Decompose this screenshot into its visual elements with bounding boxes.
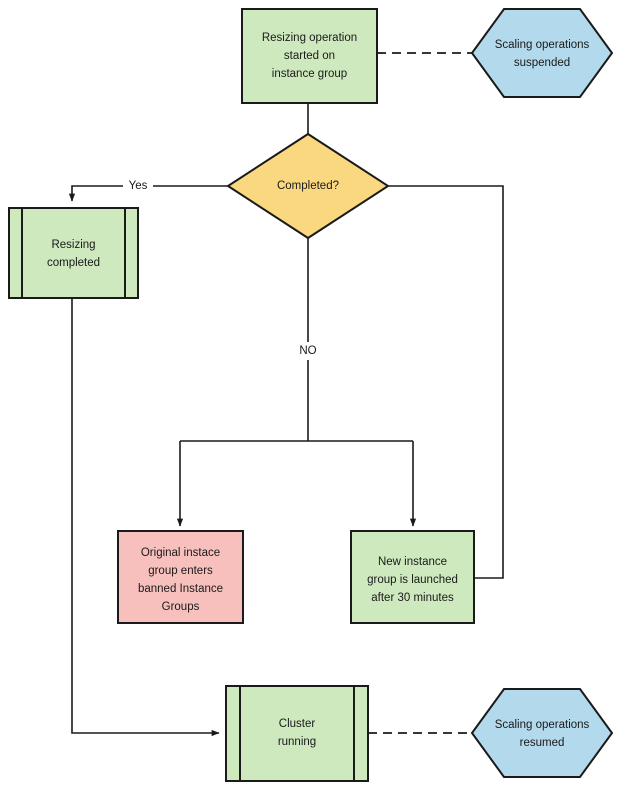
scaling-resumed-line-1: Scaling operations bbox=[495, 719, 590, 731]
no-label: NO bbox=[299, 345, 316, 357]
edge-decision-to-resizing-completed bbox=[68, 185, 228, 202]
resizing-started-line-3: instance group bbox=[272, 68, 347, 80]
completed-decision-diamond bbox=[226, 132, 390, 240]
node-resizing-started[interactable]: Resizing operation started on instance g… bbox=[241, 8, 378, 104]
scaling-resumed-hexagon bbox=[470, 688, 614, 778]
scaling-suspended-line-1: Scaling operations bbox=[495, 39, 590, 51]
edge-new-group-back-to-decision bbox=[331, 182, 504, 579]
original-group-banned-line-1: Original instace bbox=[141, 547, 220, 559]
resizing-started-line-1: Resizing operation bbox=[262, 32, 357, 44]
resizing-completed-line-1: Resizing bbox=[51, 239, 95, 251]
new-group-launched-line-3: after 30 minutes bbox=[371, 592, 454, 604]
new-group-launched-line-1: New instance bbox=[378, 556, 447, 568]
scaling-resumed-line-2: resumed bbox=[520, 737, 565, 749]
cluster-running-box bbox=[225, 685, 369, 782]
node-completed-decision[interactable]: Completed? bbox=[226, 132, 390, 240]
scaling-suspended-line-2: suspended bbox=[514, 57, 570, 69]
cluster-running-line-2: running bbox=[278, 736, 316, 748]
node-resizing-completed[interactable]: Resizing completed bbox=[8, 207, 139, 299]
edge-resizing-completed-to-cluster bbox=[71, 298, 220, 737]
resizing-started-line-2: started on bbox=[284, 50, 335, 62]
resizing-completed-line-2: completed bbox=[47, 257, 100, 269]
original-group-banned-line-3: banned Instance bbox=[138, 583, 223, 595]
new-group-launched-box bbox=[350, 530, 475, 624]
original-group-banned-line-4: Groups bbox=[162, 601, 200, 613]
node-original-group-banned[interactable]: Original instace group enters banned Ins… bbox=[117, 530, 244, 624]
new-group-launched-line-2: group is launched bbox=[367, 574, 458, 586]
resizing-started-box bbox=[241, 8, 378, 104]
scaling-suspended-hexagon bbox=[470, 8, 614, 98]
edge-label-no: NO bbox=[293, 342, 323, 360]
node-scaling-suspended[interactable]: Scaling operations suspended bbox=[470, 8, 614, 98]
node-scaling-resumed[interactable]: Scaling operations resumed bbox=[470, 688, 614, 778]
node-new-group-launched[interactable]: New instance group is launched after 30 … bbox=[350, 530, 475, 624]
original-group-banned-box bbox=[117, 530, 244, 624]
original-group-banned-line-2: group enters bbox=[148, 565, 213, 577]
resizing-completed-box bbox=[8, 207, 139, 299]
node-cluster-running[interactable]: Cluster running bbox=[225, 685, 369, 782]
edge-label-yes: Yes bbox=[123, 177, 153, 195]
cluster-running-line-1: Cluster bbox=[279, 718, 316, 730]
completed-decision-label: Completed? bbox=[277, 180, 339, 192]
yes-label: Yes bbox=[129, 180, 148, 192]
